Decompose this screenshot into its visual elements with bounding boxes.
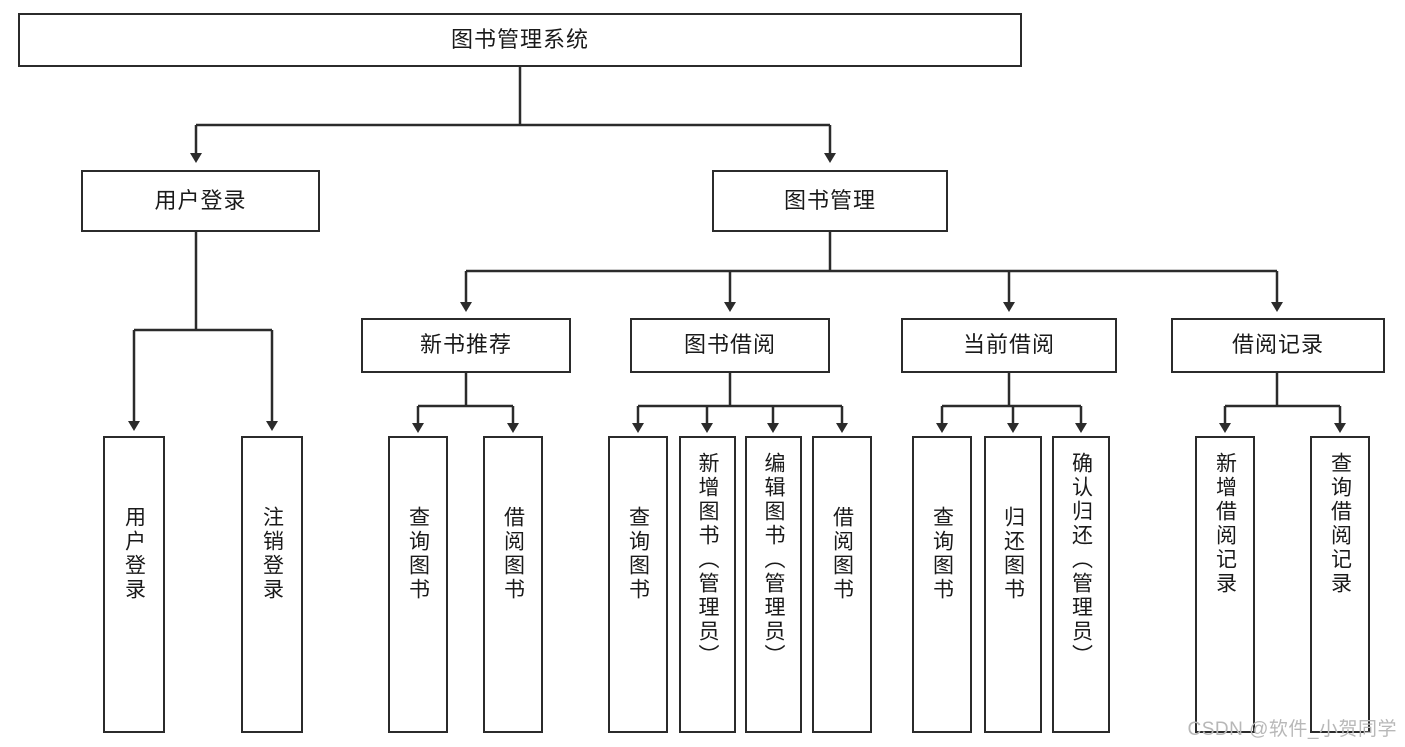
node-leaf-user-login-label: 用户登录: [122, 506, 146, 602]
node-current-borrow[interactable]: 当前借阅: [901, 318, 1117, 373]
node-root-label: 图书管理系统: [450, 26, 589, 52]
node-leaf-return-book[interactable]: 归还图书: [984, 436, 1042, 733]
node-leaf-query-book-3-label: 查询图书: [930, 506, 954, 602]
node-new-book-recommend[interactable]: 新书推荐: [361, 318, 571, 373]
node-current-borrow-label: 当前借阅: [962, 332, 1055, 358]
node-user-login[interactable]: 用户登录: [81, 170, 320, 232]
node-user-login-label: 用户登录: [154, 187, 247, 213]
node-leaf-logout-login-label: 注销登录: [260, 506, 284, 602]
node-leaf-add-book-label: 新增图书（管理员）: [696, 452, 719, 668]
node-borrow-record[interactable]: 借阅记录: [1171, 318, 1385, 373]
node-leaf-query-book-1-label: 查询图书: [406, 506, 430, 602]
node-leaf-return-book-label: 归还图书: [1001, 506, 1025, 602]
node-leaf-query-book-2-label: 查询图书: [626, 506, 650, 602]
node-root[interactable]: 图书管理系统: [18, 13, 1022, 67]
node-book-management-label: 图书管理: [783, 187, 876, 213]
node-leaf-edit-book[interactable]: 编辑图书（管理员）: [745, 436, 802, 733]
node-new-book-recommend-label: 新书推荐: [419, 332, 512, 358]
node-leaf-query-record-label: 查询借阅记录: [1328, 452, 1352, 596]
node-leaf-add-book[interactable]: 新增图书（管理员）: [679, 436, 736, 733]
node-leaf-query-record[interactable]: 查询借阅记录: [1310, 436, 1370, 733]
node-leaf-borrow-book-2[interactable]: 借阅图书: [812, 436, 872, 733]
node-leaf-edit-book-label: 编辑图书（管理员）: [762, 452, 785, 668]
node-book-borrow-label: 图书借阅: [683, 332, 776, 358]
node-leaf-borrow-book-1[interactable]: 借阅图书: [483, 436, 543, 733]
watermark: CSDN @软件_小贺同学: [1187, 719, 1397, 740]
node-leaf-query-book-3[interactable]: 查询图书: [912, 436, 972, 733]
node-leaf-confirm-return-label: 确认归还（管理员）: [1069, 452, 1093, 668]
node-leaf-borrow-book-1-label: 借阅图书: [501, 506, 525, 602]
node-leaf-query-book-2[interactable]: 查询图书: [608, 436, 668, 733]
node-leaf-user-login[interactable]: 用户登录: [103, 436, 165, 733]
node-leaf-borrow-book-2-label: 借阅图书: [830, 506, 854, 602]
node-leaf-confirm-return[interactable]: 确认归还（管理员）: [1052, 436, 1110, 733]
node-borrow-record-label: 借阅记录: [1231, 332, 1324, 358]
node-leaf-add-record-label: 新增借阅记录: [1213, 452, 1237, 596]
node-book-management[interactable]: 图书管理: [712, 170, 948, 232]
node-leaf-add-record[interactable]: 新增借阅记录: [1195, 436, 1255, 733]
node-leaf-query-book-1[interactable]: 查询图书: [388, 436, 448, 733]
node-book-borrow[interactable]: 图书借阅: [630, 318, 830, 373]
node-leaf-logout-login[interactable]: 注销登录: [241, 436, 303, 733]
